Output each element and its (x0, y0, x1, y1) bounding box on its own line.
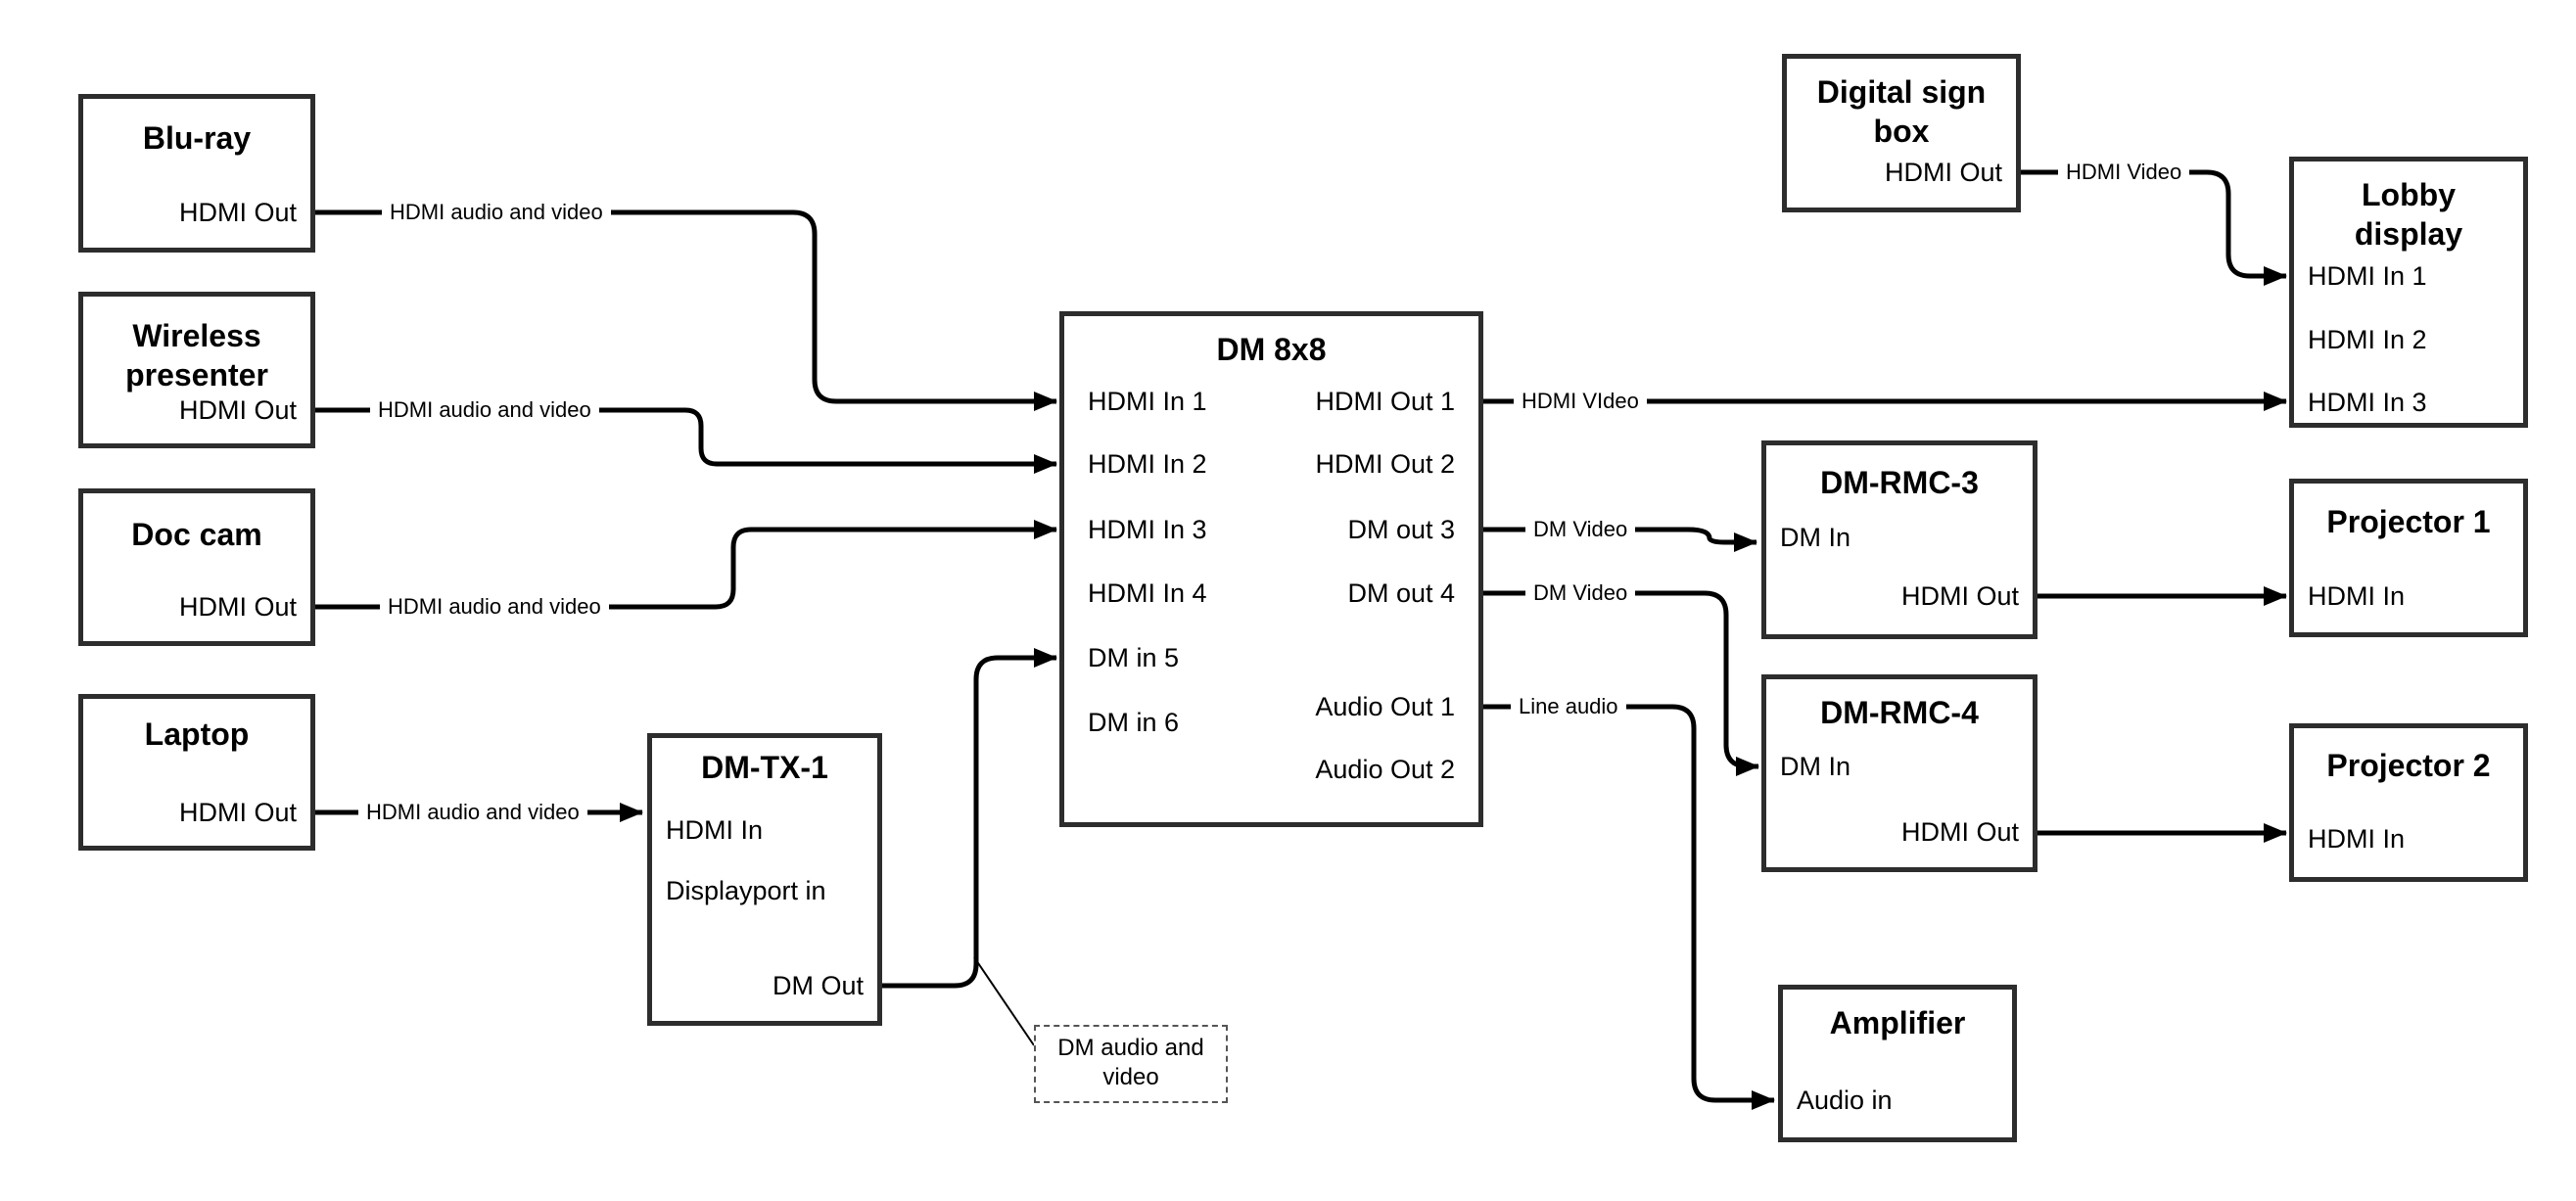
node-wireless-presenter: Wireless presenter HDMI Out (78, 292, 315, 448)
port-hdmi-out: HDMI Out (178, 798, 297, 827)
port-hdmi-in-2: HDMI In 2 (1088, 449, 1207, 479)
node-title: Digital sign box (1816, 74, 1987, 149)
port-hdmi-in-1: HDMI In 1 (2308, 261, 2427, 291)
wire-label-wireless: HDMI audio and video (370, 397, 599, 423)
wire-digitalsign-to-lobby-in1 (2021, 169, 2287, 286)
port-hdmi-out: HDMI Out (178, 395, 297, 425)
node-projector-1: Projector 1 HDMI In (2289, 479, 2528, 637)
port-hdmi-out: HDMI Out (178, 592, 297, 622)
wire-label-hdmi-out1: HDMI VIdeo (1514, 389, 1647, 414)
port-audio-in: Audio in (1797, 1086, 1893, 1115)
wire-dm8x8-out3-to-dmrmc3 (1483, 527, 1757, 552)
node-doc-cam: Doc cam HDMI Out (78, 488, 315, 646)
wire-label-line-audio: Line audio (1511, 694, 1626, 719)
node-dm-tx-1: DM-TX-1 HDMI In Displayport in DM Out (647, 733, 882, 1026)
wire-label-doccam: HDMI audio and video (380, 594, 609, 620)
node-title: DM-TX-1 (701, 750, 828, 785)
node-projector-2: Projector 2 HDMI In (2289, 723, 2528, 882)
port-dm-in: DM In (1780, 523, 1851, 552)
callout-leader-line (973, 956, 1035, 1046)
port-hdmi-in-2: HDMI In 2 (2308, 325, 2427, 354)
node-title: DM-RMC-4 (1820, 695, 1979, 730)
node-title: Blu-ray (142, 120, 252, 156)
wire-dmtx1-to-dm8x8-in5 (882, 648, 1057, 989)
port-hdmi-in: HDMI In (666, 815, 764, 845)
wire-dm8x8-audio1-to-amplifier (1483, 704, 1775, 1110)
dm-audio-video-callout: DM audio and video (1034, 1025, 1228, 1103)
node-dm-8x8: DM 8x8 HDMI In 1 HDMI In 2 HDMI In 3 HDM… (1059, 311, 1483, 827)
node-title: Doc cam (131, 517, 262, 552)
port-hdmi-in-1: HDMI In 1 (1088, 387, 1207, 416)
node-title: Projector 1 (2326, 504, 2491, 539)
wire-label-bluray: HDMI audio and video (382, 200, 611, 225)
port-dm-in-5: DM in 5 (1088, 643, 1180, 672)
port-dm-out-4: DM out 4 (1347, 578, 1455, 608)
port-dm-in: DM In (1780, 752, 1851, 781)
node-laptop: Laptop HDMI Out (78, 694, 315, 851)
node-dm-rmc-3: DM-RMC-3 DM In HDMI Out (1761, 440, 2037, 639)
wire-label-digital-sign: HDMI Video (2058, 160, 2190, 185)
port-audio-out-1: Audio Out 1 (1315, 692, 1455, 721)
port-dm-out: DM Out (772, 971, 864, 1000)
port-hdmi-in-3: HDMI In 3 (1088, 515, 1207, 544)
port-dm-in-6: DM in 6 (1088, 708, 1180, 737)
wire-bluray-to-dm8x8-in1 (315, 209, 1057, 411)
port-hdmi-in-4: HDMI In 4 (1088, 578, 1207, 608)
port-hdmi-out: HDMI Out (1900, 817, 2019, 847)
node-bluray: Blu-ray HDMI Out (78, 94, 315, 253)
node-dm-rmc-4: DM-RMC-4 DM In HDMI Out (1761, 674, 2037, 872)
node-title: Wireless presenter (125, 318, 268, 393)
wire-wireless-to-dm8x8-in2 (315, 407, 1057, 474)
wire-dm8x8-out4-to-dmrmc4 (1483, 590, 1759, 776)
node-title: Lobby display (2354, 177, 2463, 252)
port-dm-out-3: DM out 3 (1347, 515, 1455, 544)
node-digital-sign-box: Digital sign box HDMI Out (1782, 54, 2021, 212)
node-title: Amplifier (1829, 1005, 1966, 1040)
node-title: DM-RMC-3 (1820, 465, 1979, 500)
node-amplifier: Amplifier Audio in (1778, 985, 2017, 1142)
port-hdmi-out-1: HDMI Out 1 (1315, 387, 1455, 416)
port-hdmi-out: HDMI Out (178, 198, 297, 227)
port-audio-out-2: Audio Out 2 (1315, 755, 1455, 784)
wire-label-dm-out3: DM Video (1525, 517, 1636, 542)
port-hdmi-in: HDMI In (2308, 581, 2406, 611)
port-hdmi-in-3: HDMI In 3 (2308, 388, 2427, 417)
wire-label-laptop: HDMI audio and video (358, 800, 587, 825)
port-hdmi-out: HDMI Out (1884, 158, 2002, 187)
port-hdmi-in: HDMI In (2308, 824, 2406, 854)
port-hdmi-out-2: HDMI Out 2 (1315, 449, 1455, 479)
node-title: Laptop (144, 716, 250, 752)
node-lobby-display: Lobby display HDMI In 1 HDMI In 2 HDMI I… (2289, 157, 2528, 428)
node-title: Projector 2 (2326, 748, 2491, 783)
port-displayport-in: Displayport in (666, 876, 826, 905)
wire-doccam-to-dm8x8-in3 (315, 520, 1057, 610)
wire-label-dm-out4: DM Video (1525, 580, 1636, 606)
port-hdmi-out: HDMI Out (1900, 581, 2019, 611)
node-title: DM 8x8 (1216, 332, 1327, 367)
